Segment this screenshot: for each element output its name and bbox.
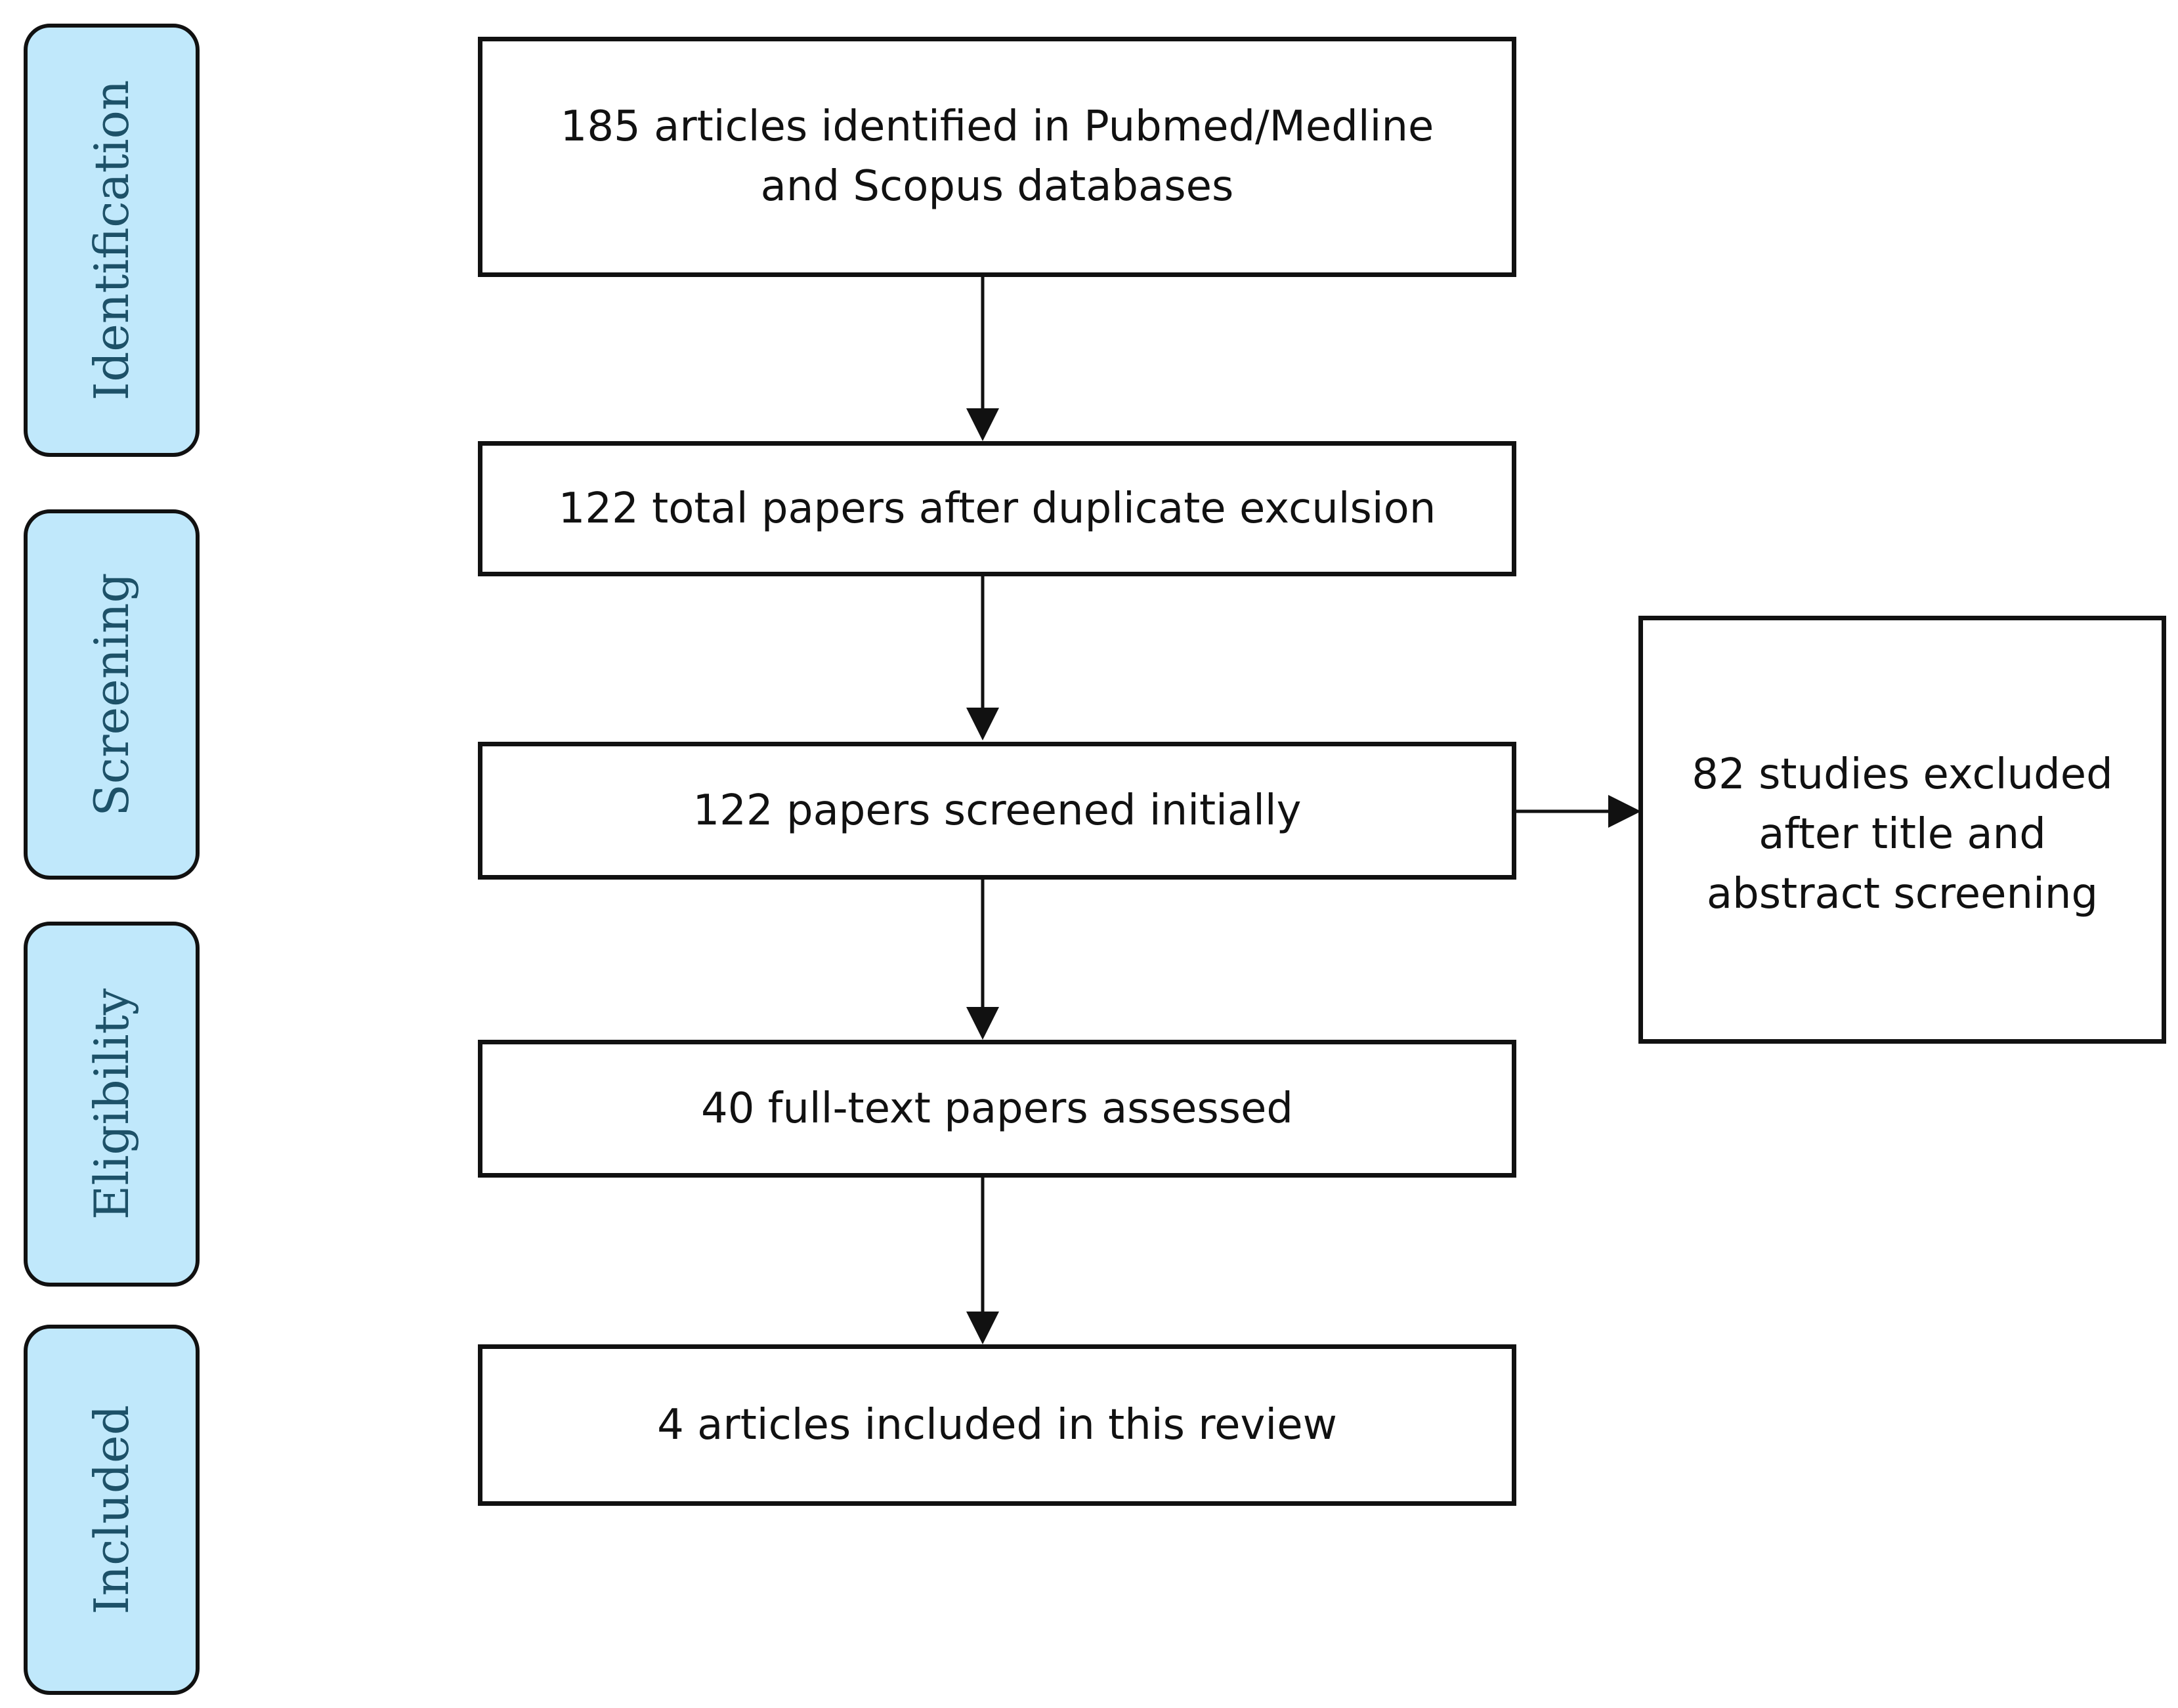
box-excluded-studies: 82 studies excluded after title and abst… <box>1638 616 2166 1044</box>
phase-identification: Identification <box>24 24 200 457</box>
box-full-text-assessed: 40 full-text papers assessed <box>478 1040 1516 1178</box>
phase-screening: Screening <box>24 509 200 880</box>
phase-eligibility: Eligibility <box>24 922 200 1287</box>
box-included-in-review: 4 articles included in this review <box>478 1344 1516 1506</box>
arrow-deduplicated-to-screened <box>966 575 999 740</box>
box-records-identified: 185 articles identified in Pubmed/Medlin… <box>478 37 1516 277</box>
arrow-fulltext-to-included <box>966 1176 999 1344</box>
box-screened-initially: 122 papers screened initially <box>478 742 1516 880</box>
arrow-screened-to-fulltext <box>966 878 999 1040</box>
box-after-duplicate-exclusion: 122 total papers after duplicate exculsi… <box>478 441 1516 576</box>
arrow-screened-to-excluded <box>1514 795 1641 828</box>
arrow-identified-to-deduplicated <box>966 274 999 441</box>
phase-included: Included <box>24 1325 200 1695</box>
